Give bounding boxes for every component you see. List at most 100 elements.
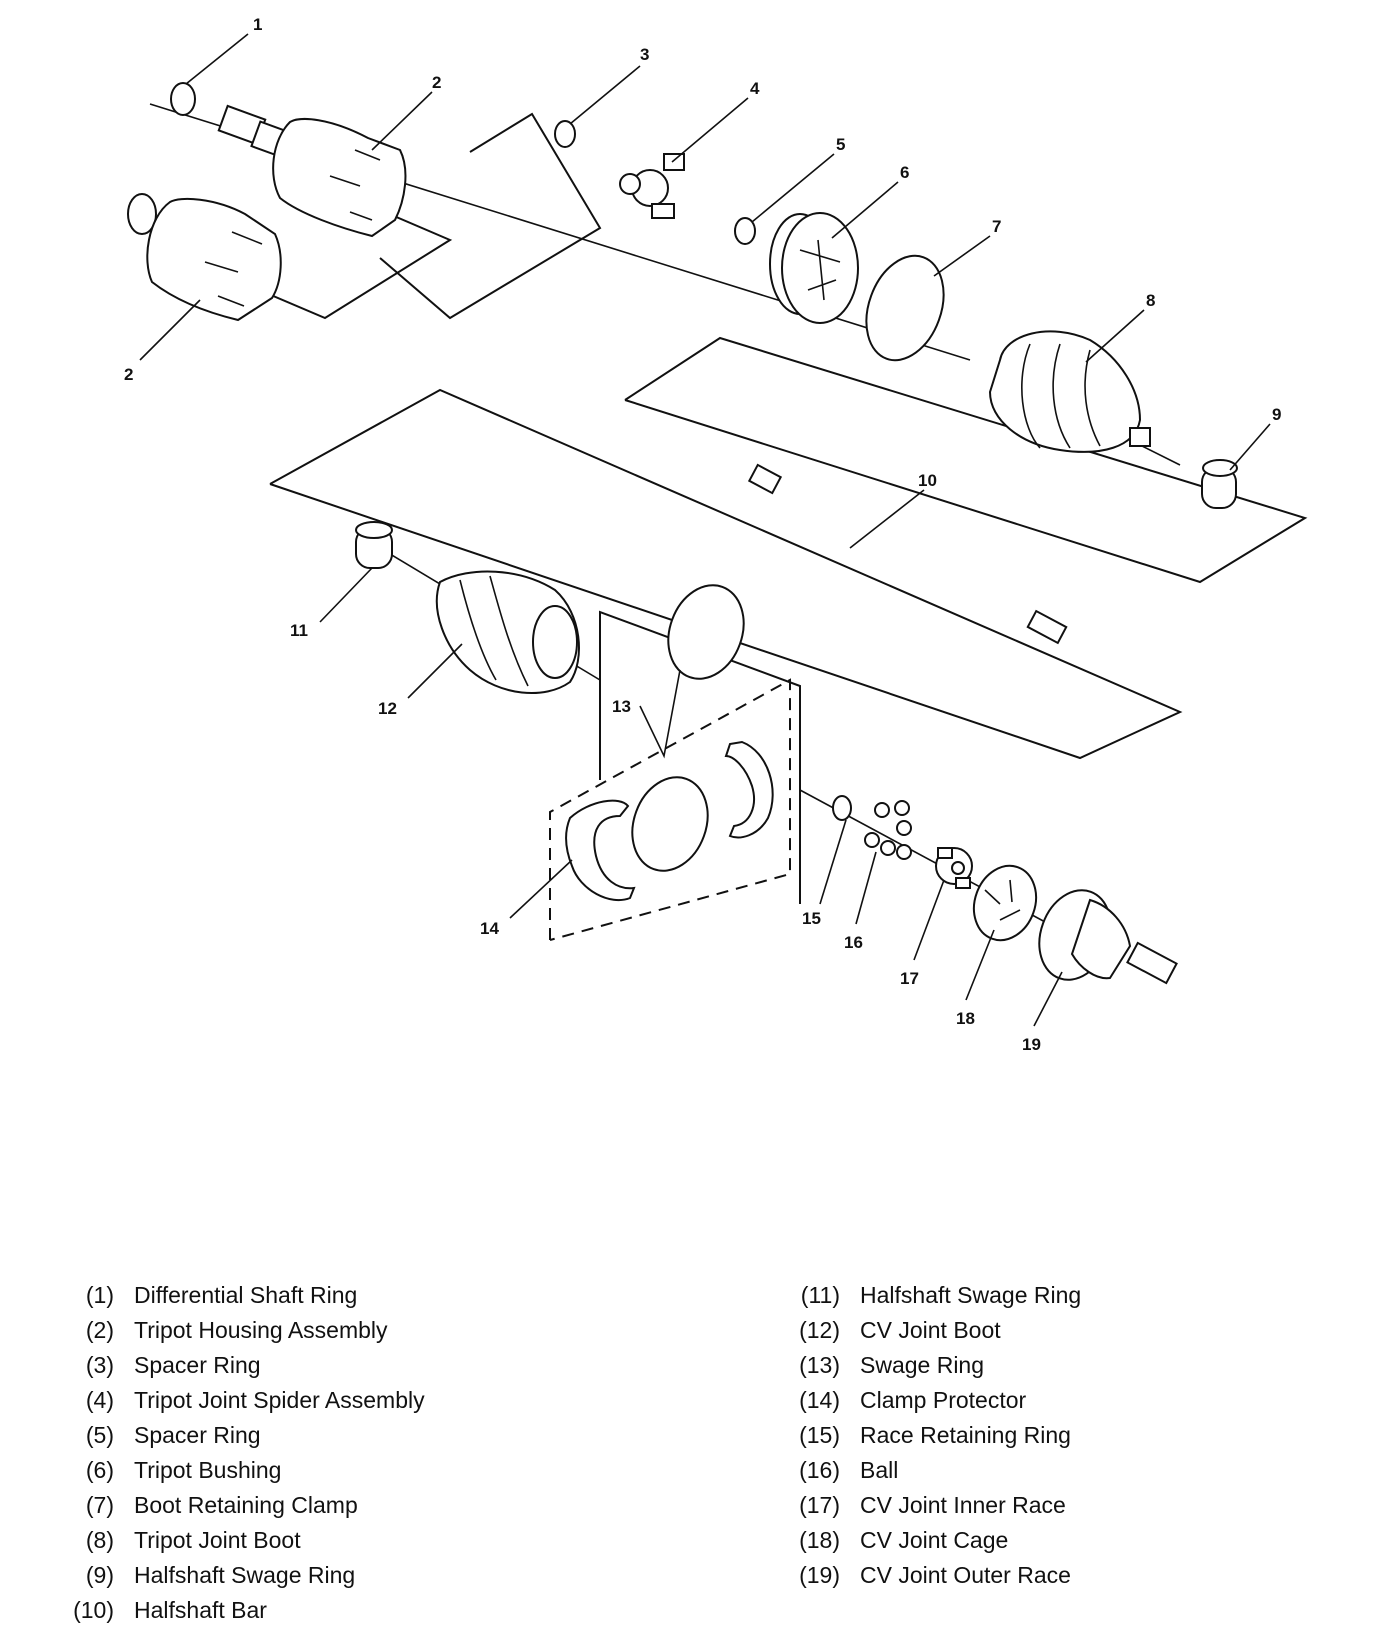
leader-line-18	[965, 929, 995, 1001]
legend-label: Boot Retaining Clamp	[134, 1492, 358, 1518]
legend-item: (6)Tripot Bushing	[56, 1453, 425, 1488]
legend-label: Halfshaft Swage Ring	[860, 1282, 1082, 1308]
race-retaining-ring-part	[832, 795, 852, 821]
callout-8: 8	[1146, 291, 1155, 310]
legend-label: Ball	[860, 1457, 899, 1483]
legend-label: CV Joint Outer Race	[860, 1562, 1071, 1588]
callout-15: 15	[802, 909, 821, 928]
tripot-spider-part	[619, 153, 685, 219]
callout-10: 10	[918, 471, 937, 490]
ball-parts	[864, 800, 912, 860]
legend-item: (10) Halfshaft Bar	[56, 1593, 425, 1628]
exploded-view-diagram: 1 2 2 3 4 5 6 7 8 9 10 11 12 13 14 15 16…	[124, 15, 1308, 1054]
group-outline-inner-parts	[379, 112, 602, 320]
leader-line-3	[569, 65, 641, 125]
swage-ring-part	[667, 584, 745, 680]
legend-item: (4) Tripot Joint Spider Assembly	[56, 1383, 425, 1418]
leader-line-19	[1033, 971, 1063, 1027]
legend-label: Race Retaining Ring	[860, 1422, 1071, 1448]
legend-label: Spacer Ring	[134, 1422, 261, 1448]
legend-right-column: (11) Halfshaft Swage Ring (12)CV Joint Bo…	[780, 1278, 1081, 1593]
leader-line-16	[855, 851, 877, 925]
legend-number: (15)	[799, 1422, 840, 1448]
legend-item: (15) Race Retaining Ring	[780, 1418, 1081, 1453]
differential-shaft-ring-part	[170, 82, 196, 116]
clamp-protector-upper-part	[724, 740, 774, 839]
legend-number: (11)	[800, 1282, 840, 1308]
tripot-joint-boot-part	[988, 330, 1151, 453]
legend-item: (1)Differential Shaft Ring	[56, 1278, 425, 1313]
group-outline-clamp-protector	[549, 678, 791, 941]
legend-number: (2)	[85, 1317, 114, 1343]
legend-number: (19)	[799, 1562, 840, 1588]
leader-line-5	[751, 153, 835, 223]
legend-number: (9)	[85, 1562, 114, 1588]
legend-label: Tripot Joint Spider Assembly	[134, 1387, 425, 1413]
leader-line-8	[1085, 309, 1145, 363]
legend-item: (17) CV Joint Inner Race	[780, 1488, 1081, 1523]
callout-3: 3	[640, 45, 649, 64]
leader-line-2-upper	[371, 91, 433, 151]
leader-line-13	[639, 669, 681, 759]
clamp-protector-lower-part	[565, 799, 636, 901]
legend-number: (3)	[85, 1352, 114, 1378]
legend-item: (2) Tripot Housing Assembly	[56, 1313, 425, 1348]
legend-number: (4)	[85, 1387, 114, 1413]
legend-number: (1)	[85, 1282, 114, 1308]
legend-label: Spacer Ring	[134, 1352, 261, 1378]
spacer-ring-upper-part	[554, 120, 576, 148]
legend-label: CV Joint Boot	[860, 1317, 1001, 1343]
callout-9: 9	[1272, 405, 1281, 424]
callout-14: 14	[480, 919, 499, 938]
tripot-housing-lower-part	[127, 193, 282, 322]
cv-joint-inner-race-part	[935, 847, 973, 889]
leader-line-7	[933, 235, 991, 277]
callout-19: 19	[1022, 1035, 1041, 1054]
legend-label: Tripot Housing Assembly	[134, 1317, 388, 1343]
legend-label: Halfshaft Swage Ring	[134, 1562, 356, 1588]
halfshaft-swage-ring-lower-part	[355, 521, 393, 569]
legend-label: Clamp Protector	[860, 1387, 1027, 1413]
leader-line-11	[319, 567, 373, 623]
legend-label: Tripot Joint Boot	[134, 1527, 301, 1553]
legend-number: (17)	[799, 1492, 840, 1518]
tripot-bushing-part	[769, 212, 859, 324]
leader-line-4	[671, 97, 749, 163]
leader-line-12	[407, 643, 463, 699]
cv-joint-outer-race-part	[1038, 889, 1178, 985]
callout-1: 1	[253, 15, 262, 34]
legend-number: (14)	[799, 1387, 840, 1413]
legend-item: (3) Spacer Ring	[56, 1348, 425, 1383]
legend-item: (12)CV Joint Boot	[780, 1313, 1081, 1348]
legend-number: (13)	[799, 1352, 840, 1378]
legend-label: CV Joint Inner Race	[860, 1492, 1066, 1518]
leader-line-1	[185, 33, 249, 85]
callout-5: 5	[836, 135, 845, 154]
callout-11: 11	[290, 621, 308, 640]
callout-18: 18	[956, 1009, 975, 1028]
legend-number: (8)	[85, 1527, 114, 1553]
legend-label: Swage Ring	[860, 1352, 985, 1378]
legend-item: (14) Clamp Protector	[780, 1383, 1081, 1418]
leader-line-10	[849, 489, 925, 549]
leader-line-17	[913, 879, 945, 961]
callout-4: 4	[750, 79, 760, 98]
callout-6: 6	[900, 163, 909, 182]
legend-label: Halfshaft Bar	[134, 1597, 267, 1623]
legend-item: (18) CV Joint Cage	[780, 1523, 1081, 1558]
legend-number: (10)	[73, 1597, 114, 1623]
legend-item: (9) Halfshaft Swage Ring	[56, 1558, 425, 1593]
legend-item: (16)Ball	[780, 1453, 1081, 1488]
legend-item: (11) Halfshaft Swage Ring	[780, 1278, 1081, 1313]
boot-retaining-clamp-part	[865, 254, 945, 362]
legend-number: (6)	[85, 1457, 114, 1483]
callout-12: 12	[378, 699, 397, 718]
leader-line-2-lower	[139, 299, 201, 361]
legend-number: (18)	[799, 1527, 840, 1553]
callout-2-lower: 2	[124, 365, 133, 384]
leader-line-6	[831, 181, 899, 239]
legend-number: (7)	[85, 1492, 114, 1518]
leader-line-14	[509, 859, 573, 919]
legend-item: (13) Swage Ring	[780, 1348, 1081, 1383]
legend-label: CV Joint Cage	[860, 1527, 1009, 1553]
